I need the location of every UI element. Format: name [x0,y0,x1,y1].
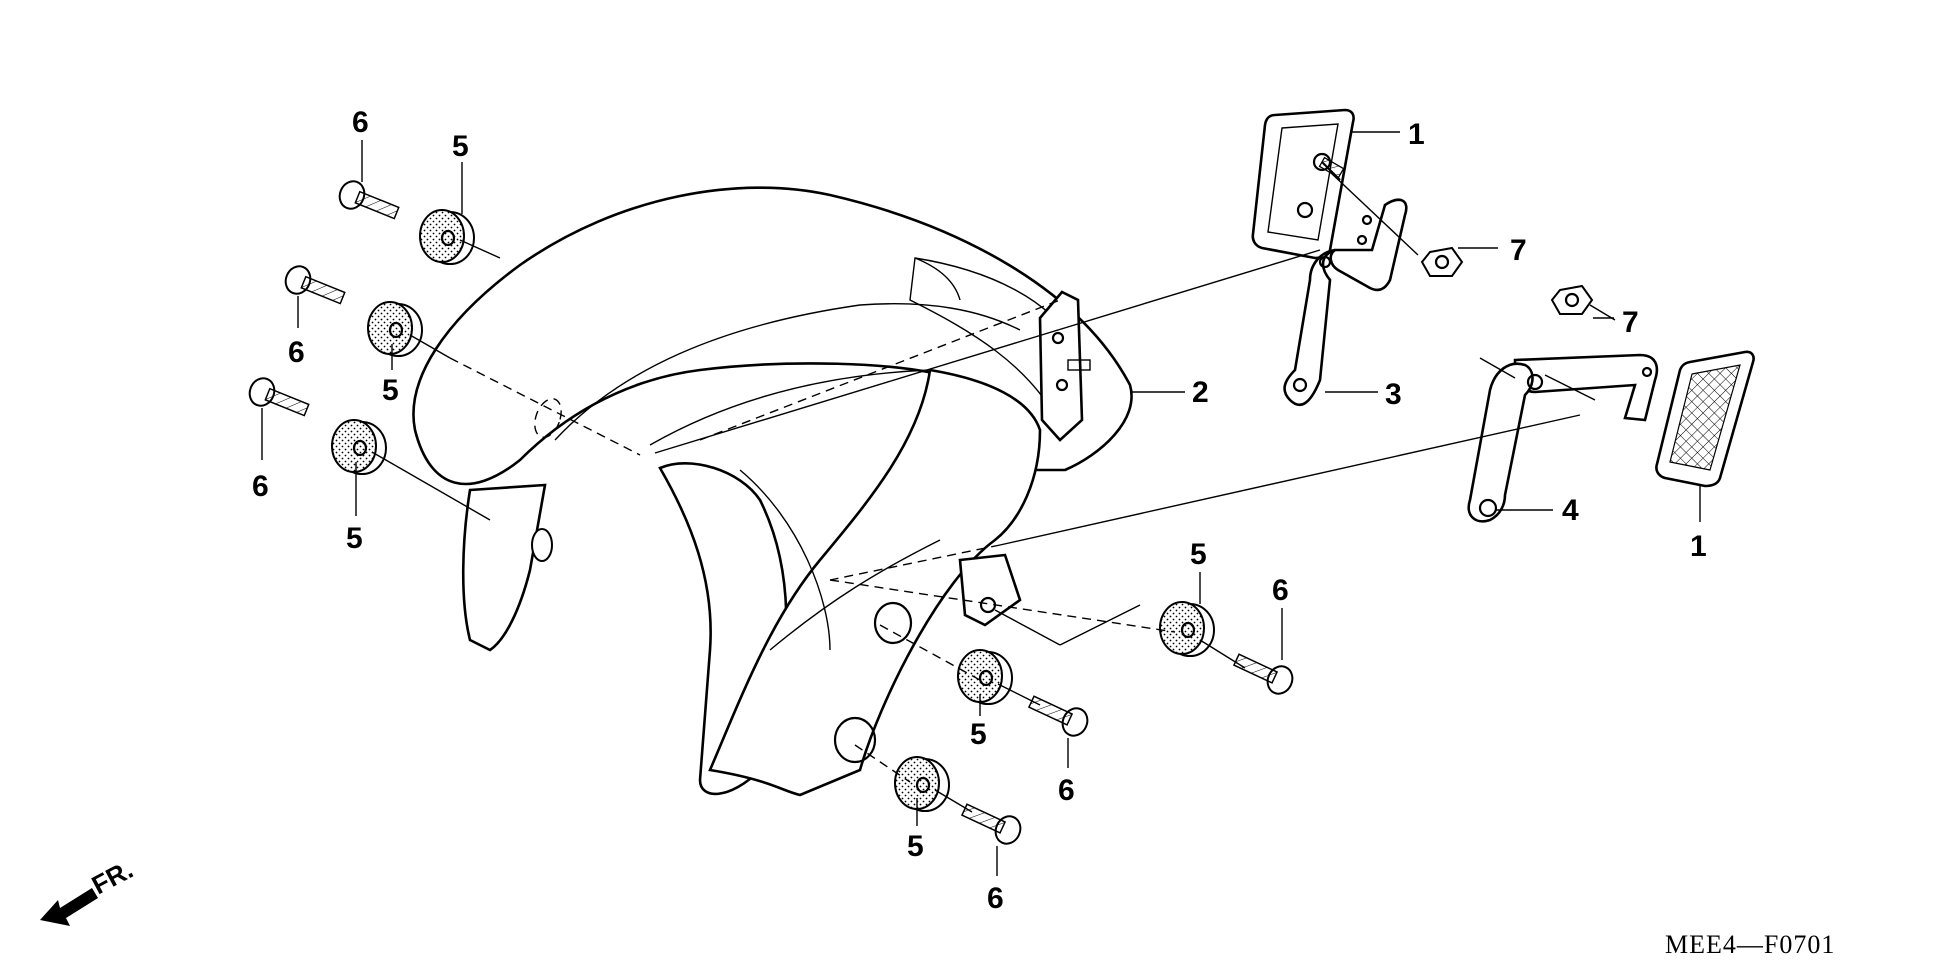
callout-grommet-d: 5 [1190,538,1207,571]
callout-grommet-f: 5 [907,830,924,863]
callout-grommet-b: 5 [382,374,399,407]
bolt-c [248,377,310,417]
callout-bolt-e: 6 [1058,774,1075,807]
callout-reflector-right: 1 [1690,530,1707,563]
stay-left [1283,198,1408,406]
diagram-code: MEE4—F0701 [1665,930,1835,959]
front-direction-arrow: FR. [40,854,138,926]
callout-grommet-a: 5 [452,130,469,163]
grommet-a [419,209,475,265]
callout-grommet-c: 5 [346,522,363,555]
bolt-f [960,803,1022,845]
callout-bolt-f: 6 [987,882,1004,915]
callout-nut-right: 7 [1622,306,1639,339]
bolt-e [1027,695,1089,737]
callout-reflector-top: 1 [1408,118,1425,151]
callout-bolt-c: 6 [252,470,269,503]
front-fender [412,186,1133,797]
bolt-a [338,180,400,220]
callout-bolt-b: 6 [288,336,305,369]
callout-grommet-e: 5 [970,718,987,751]
nut-top [1420,246,1464,277]
callout-stay-right: 4 [1562,494,1579,527]
grommet-f [894,756,950,812]
callout-bolt-d: 6 [1272,574,1289,607]
arrow-icon [40,888,98,926]
reflector-right [1655,350,1755,488]
callouts: 1 7 2 3 7 4 1 6 5 6 5 6 5 5 6 5 6 5 6 [252,106,1707,915]
grommet-d [1159,601,1215,657]
callout-nut-top: 7 [1510,234,1527,267]
grommet-b [367,301,423,357]
bolt-b [284,265,346,305]
callout-fender: 2 [1192,376,1209,409]
callout-bolt-a: 6 [352,106,369,139]
bolt-reflector [1318,156,1345,179]
nut-right [1550,284,1594,315]
reflector-top [1251,108,1355,260]
grommet-e [957,649,1013,705]
bolt-d [1232,653,1294,695]
grommet-c [331,419,387,475]
stay-right [1467,353,1659,523]
callout-stay-left: 3 [1385,378,1402,411]
assembly-lines [371,171,1616,813]
leader-lines [261,131,1701,876]
